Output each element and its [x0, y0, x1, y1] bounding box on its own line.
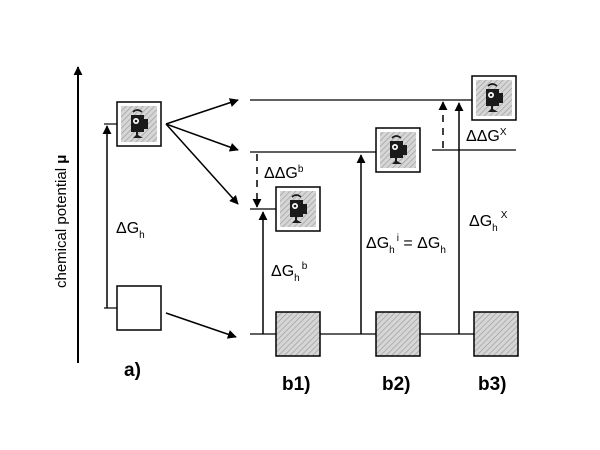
arrow-to-b-level [165, 123, 239, 205]
panel-label-a: a) [124, 360, 141, 381]
dG-h-x-label: ΔGhX [469, 210, 508, 234]
hatched-site-icon [473, 311, 519, 357]
panel-label-b3: b3) [478, 374, 507, 395]
empty-site-icon [116, 285, 162, 331]
dG-h-i-label: ΔGhi = ΔGh [366, 233, 446, 256]
panel-a: ΔGh a) [102, 101, 162, 381]
panel-label-b2: b2) [382, 374, 411, 395]
axis-title: chemical potential μ [53, 155, 70, 288]
ddG-x-label: ΔΔGX [466, 127, 507, 145]
arrow-to-site-level [165, 312, 237, 339]
hatched-site-icon [375, 311, 421, 357]
ddG-b-label: ΔΔGb [264, 164, 304, 182]
arrow-to-i-level [165, 123, 239, 152]
dG-h-b-label: ΔGhb [271, 261, 308, 284]
dG-h-label: ΔGh [116, 220, 145, 241]
arrow-to-x-level [165, 98, 239, 125]
panel-b1: ΔΔGb ΔGhb b1) [252, 154, 321, 395]
hatched-site-icon [275, 311, 321, 357]
panel-b2: ΔGhi = ΔGh b2) [356, 127, 446, 395]
panel-label-b1: b1) [282, 374, 311, 395]
panel-b3: ΔΔGX ΔGhX b3) [438, 75, 519, 395]
